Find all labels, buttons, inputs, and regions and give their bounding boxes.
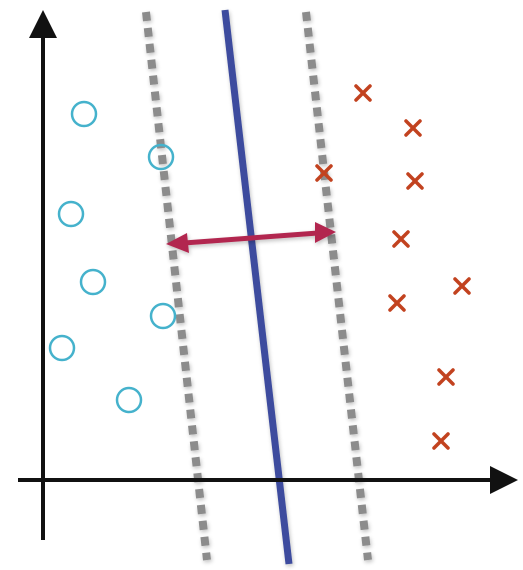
cross-stroke [432,432,450,450]
class-b-point [404,119,422,137]
cross-stroke [388,294,406,312]
cross-stroke [315,164,333,182]
class-b-point [432,432,450,450]
margin-line-left [142,11,211,561]
class-a-point [147,143,175,171]
margin-line-right [302,11,372,561]
class-b-point [354,84,372,102]
class-b-point [453,277,471,295]
cross-stroke [406,172,424,190]
cross-stroke [354,84,372,102]
class-a-point [79,268,107,296]
class-a-point [57,200,85,228]
class-a-point [48,334,76,362]
class-a-point [70,100,98,128]
margin-arrow-shaft [183,230,319,246]
class-b-point [388,294,406,312]
class-b-point [406,172,424,190]
margin-arrow-head-left [166,233,189,253]
class-b-point [437,368,455,386]
y-axis-arrowhead [29,10,57,38]
class-a-point [149,302,177,330]
x-axis-arrowhead [490,466,518,494]
margin-arrow-head-right [315,222,336,243]
class-b-crosses [315,84,471,450]
class-a-point [115,386,143,414]
cross-stroke [453,277,471,295]
decision-boundary-line [221,9,293,565]
cross-stroke [404,119,422,137]
class-a-circles [48,100,177,414]
cross-stroke [392,230,410,248]
class-b-point [392,230,410,248]
cross-stroke [437,368,455,386]
class-b-point [315,164,333,182]
margin-width-arrow [166,222,336,253]
